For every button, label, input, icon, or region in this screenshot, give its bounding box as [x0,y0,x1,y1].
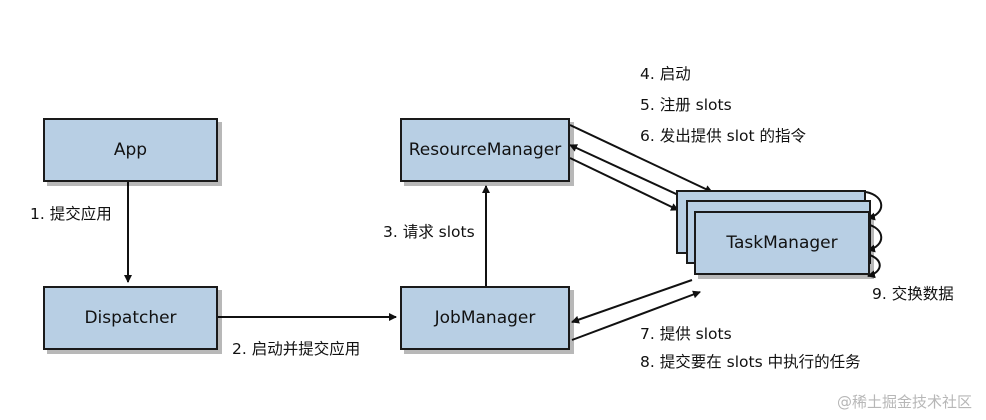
node-app: App [43,118,218,182]
edge-label-step5: 5. 注册 slots [640,96,732,114]
arrow-rm-to-tm-instruction [569,157,679,211]
node-job-manager: JobManager [400,286,570,350]
arrow-jm-to-tm-submit [571,290,701,341]
edge-label-step7: 7. 提供 slots [640,325,732,343]
node-job-manager-label: JobManager [434,308,536,328]
edge-label-step3: 3. 请求 slots [383,223,475,241]
loop-tm-exchange-1 [865,191,883,221]
node-task-manager-label: TaskManager [726,233,838,253]
node-resource-manager: ResourceManager [400,118,570,182]
node-task-manager: TaskManager [694,211,870,275]
edge-label-step2: 2. 启动并提交应用 [232,340,361,358]
edge-label-step9: 9. 交换数据 [872,285,954,303]
edge-label-step6: 6. 发出提供 slot 的指令 [640,127,807,145]
arrow-rm-to-tm-start [569,124,713,193]
node-dispatcher: Dispatcher [43,286,218,350]
edge-label-step4: 4. 启动 [640,65,691,83]
node-resource-manager-label: ResourceManager [408,140,562,160]
edge-label-step8: 8. 提交要在 slots 中执行的任务 [640,353,861,371]
watermark: @稀土掘金技术社区 [836,393,972,411]
edge-label-step1: 1. 提交应用 [30,205,112,223]
node-dispatcher-label: Dispatcher [84,308,177,328]
node-app-label: App [113,140,148,160]
arrow-tm-to-jm-offer [571,279,693,324]
